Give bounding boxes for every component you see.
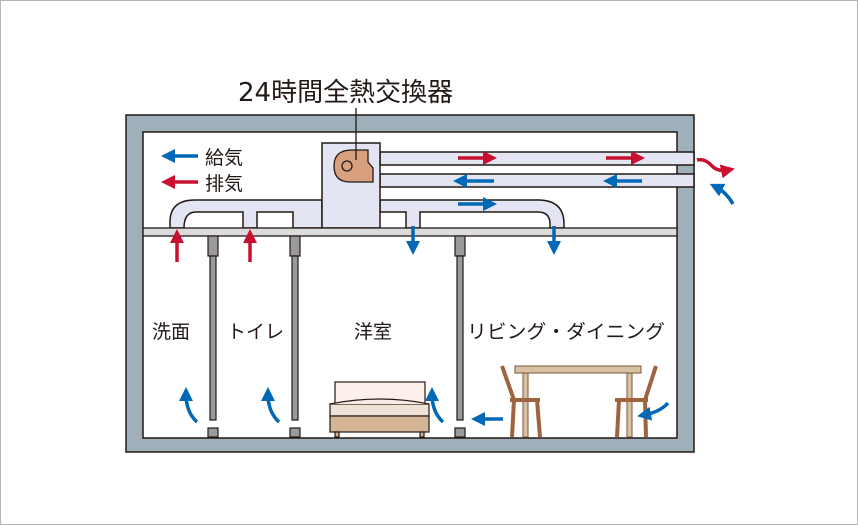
supply-inlet-duct: [379, 173, 695, 188]
legend-item-supply: 給気: [161, 147, 243, 169]
chair-icon-right: [615, 365, 658, 438]
bed-icon: [329, 381, 430, 438]
legend-item-exhaust: 排気: [161, 173, 243, 195]
exhaust-outlet-duct: [379, 151, 695, 166]
room-label-washroom: 洗面: [152, 321, 190, 343]
room-label-toilet: トイレ: [227, 321, 284, 343]
flow-arrow-toilet: [261, 387, 281, 424]
legend-label-exhaust: 排気: [205, 173, 243, 195]
fan-icon: [333, 149, 374, 183]
diagram-title: 24時間全熱交換器: [238, 78, 453, 108]
exhaust-flow-arrows: [170, 151, 735, 262]
flow-arrow-bedroom: [425, 387, 445, 424]
flow-arrow-living: [637, 401, 670, 421]
supply-distribution-duct: [379, 199, 565, 229]
partitions: [207, 235, 466, 438]
ceiling: [142, 227, 678, 237]
legend: 給気 排気: [161, 147, 243, 195]
supply-arrow-outside: [709, 183, 735, 205]
legend-label-supply: 給気: [205, 147, 243, 169]
room-label-living-dining: リビング・ダイニング: [467, 321, 665, 343]
partition-2: [289, 235, 301, 257]
dining-table-icon: [514, 365, 642, 438]
chair-icon-left: [500, 365, 542, 438]
exhaust-return-duct: [169, 199, 323, 229]
partition-3: [454, 235, 466, 257]
supply-flow-arrows: [179, 174, 735, 426]
partition-1: [207, 235, 219, 257]
exhaust-arrow-outside: [696, 157, 735, 179]
room-label-bedroom: 洋室: [354, 321, 392, 343]
flow-arrow-washroom: [179, 387, 199, 424]
